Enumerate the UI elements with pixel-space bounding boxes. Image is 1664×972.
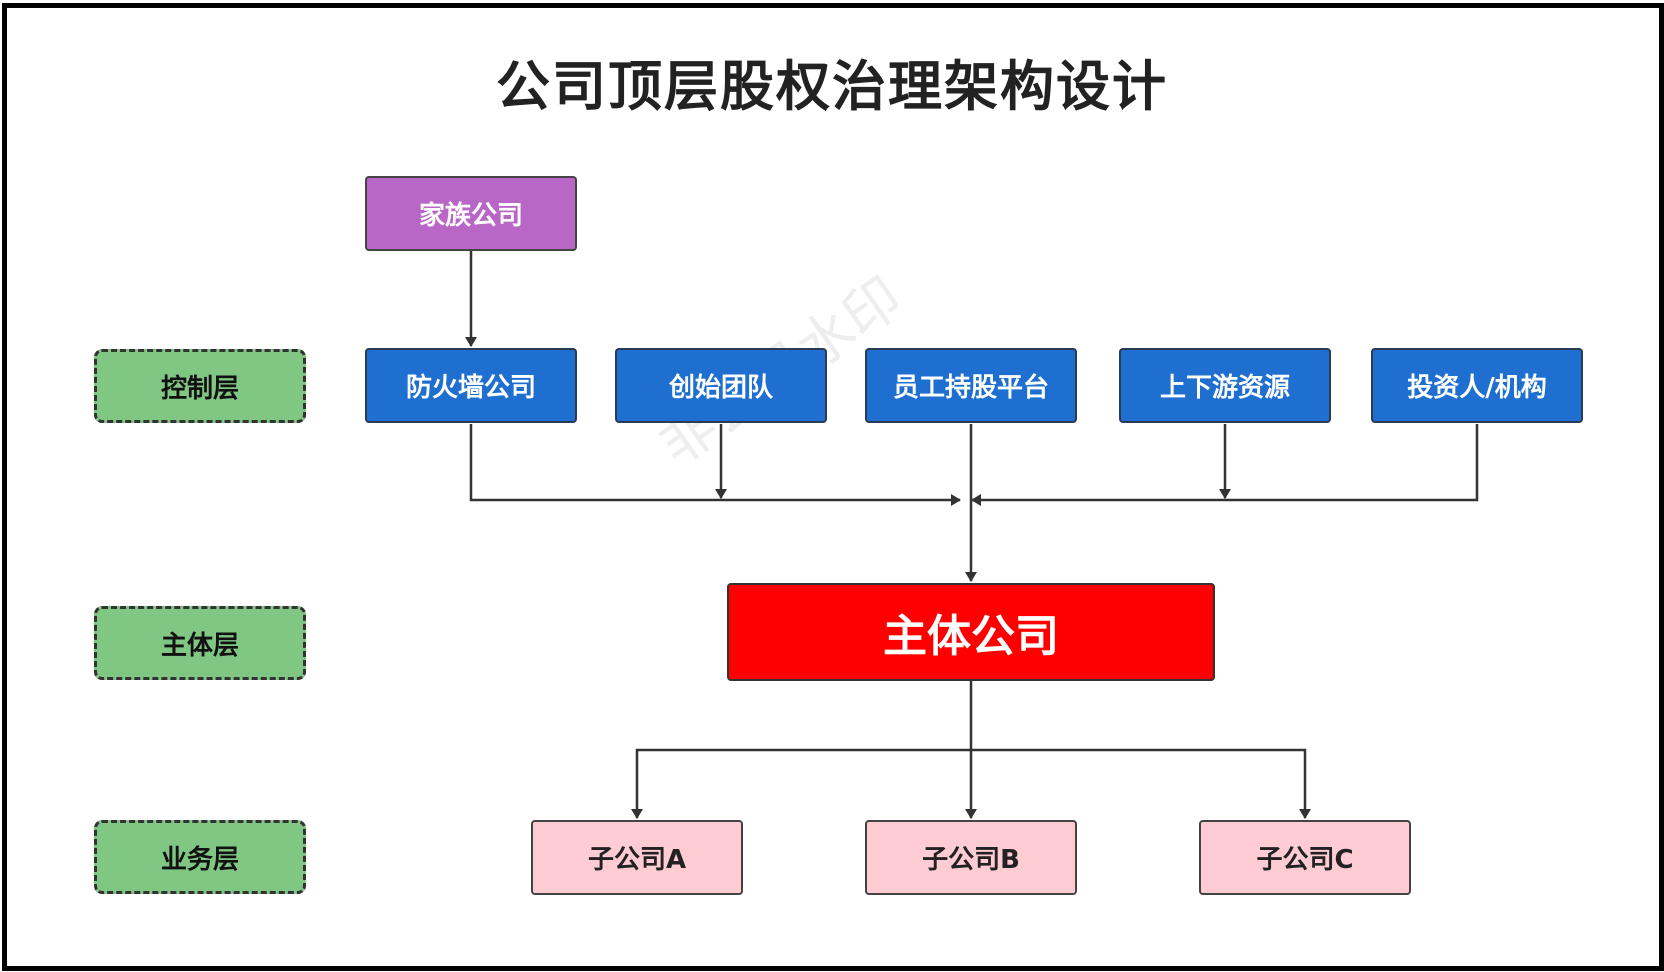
node-founding-team: 创始团队 [615, 348, 827, 423]
node-supply-chain-resources: 上下游资源 [1119, 348, 1331, 423]
layer-label-control: 控制层 [94, 349, 306, 423]
edge-investors-bus [971, 424, 1479, 506]
diagram-title: 公司顶层股权治理架构设计 [496, 55, 1168, 118]
node-subsidiary-a: 子公司A [531, 820, 743, 895]
edge-main-sub-c [971, 748, 1311, 819]
layer-label-main: 主体层 [94, 606, 306, 680]
node-esop-platform: 员工持股平台 [865, 348, 1077, 423]
node-firewall-company: 防火墙公司 [365, 348, 577, 423]
edge-main-sub-a [631, 748, 971, 819]
node-subsidiary-b: 子公司B [865, 820, 1077, 895]
diagram-frame [2, 3, 1664, 971]
node-main-company: 主体公司 [727, 583, 1215, 681]
edge-firewall-bus [469, 424, 961, 506]
layer-label-business: 业务层 [94, 820, 306, 894]
node-subsidiary-c: 子公司C [1199, 820, 1411, 895]
node-family-company: 家族公司 [365, 176, 577, 251]
node-investors: 投资人/机构 [1371, 348, 1583, 423]
